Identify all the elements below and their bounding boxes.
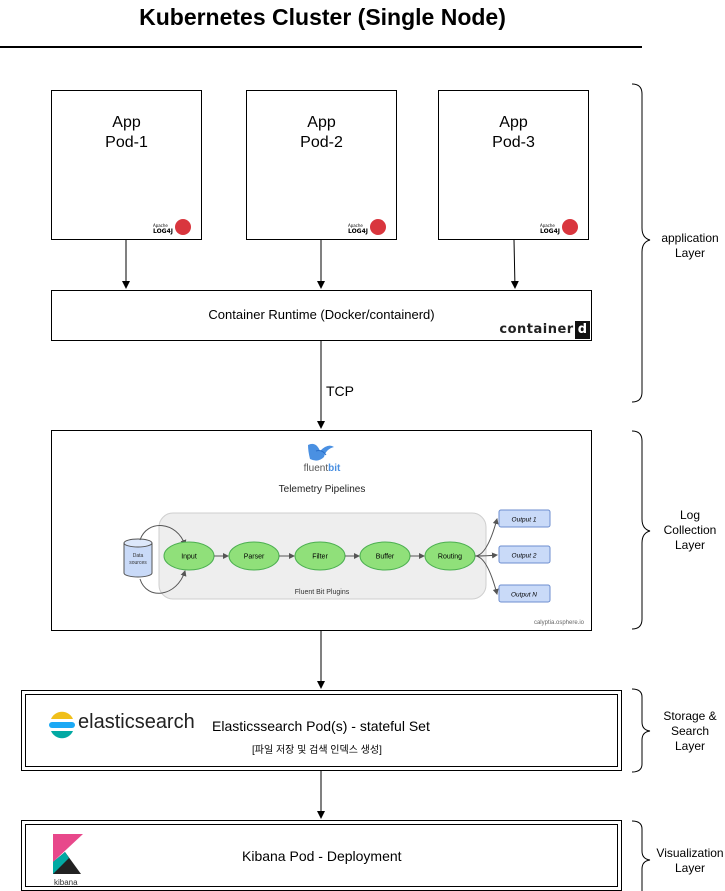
kibana-box: kibana Kibana Pod - Deployment xyxy=(21,820,622,891)
containerd-logo-text: container xyxy=(499,322,574,337)
elasticsearch-sublabel: [파일 저장 및 검색 인덱스 생성] xyxy=(252,745,382,756)
output-box xyxy=(498,509,551,528)
log4j-icon xyxy=(175,219,191,235)
elasticsearch-logo-icon xyxy=(49,711,75,739)
stage-label: Routing xyxy=(438,554,462,561)
stage-label: Filter xyxy=(312,554,328,561)
output-label: Output 2 xyxy=(512,553,537,560)
runtime-label: Container Runtime (Docker/containerd) xyxy=(208,307,435,322)
pod-2-line2: Pod-2 xyxy=(300,134,343,151)
data-sources-db-icon xyxy=(123,538,153,578)
stage-label: Input xyxy=(181,554,197,561)
brace-storage-layer xyxy=(631,688,651,773)
log4j-name-text: LOG4J xyxy=(152,228,173,235)
output-box xyxy=(498,584,551,603)
output-label: Output N xyxy=(511,592,537,599)
stage-label: Buffer xyxy=(376,554,395,561)
pipeline-title: Telemetry Pipelines xyxy=(279,484,366,495)
diagram-title: Kubernetes Cluster (Single Node) xyxy=(139,4,506,30)
source-arrow-top xyxy=(139,525,187,546)
fluentbit-credit: calyptia.osphere.io xyxy=(534,620,585,626)
kibana-logo-icon xyxy=(53,834,83,874)
output-label: Output 1 xyxy=(512,517,537,524)
log4j-apache-text: Apache xyxy=(347,223,363,228)
log4j-apache-text: Apache xyxy=(152,223,168,228)
fluentbit-pipeline-diagram: fluentbit Telemetry Pipelines Fluent Bit… xyxy=(123,443,585,626)
pod-2-line1: App xyxy=(307,114,336,131)
log4j-name-text: LOG4J xyxy=(539,228,560,235)
brace-log-collection-layer xyxy=(631,430,651,630)
kibana-logo-text: kibana xyxy=(54,878,78,887)
containerd-logo-letter: d xyxy=(574,321,590,339)
pod-1-line2: Pod-1 xyxy=(105,134,148,151)
log4j-icon xyxy=(562,219,578,235)
log4j-icon xyxy=(370,219,386,235)
fluentbit-brand-text: fluentbit xyxy=(304,463,341,474)
pod-3-line2: Pod-3 xyxy=(492,134,535,151)
elasticsearch-box: elasticsearch Elasticssearch Pod(s) - st… xyxy=(21,690,622,771)
brace-visualization-layer xyxy=(631,820,651,891)
plugins-label: Fluent Bit Plugins xyxy=(295,589,350,596)
arrow-pod3-to-runtime xyxy=(510,239,519,289)
kibana-label: Kibana Pod - Deployment xyxy=(242,848,402,864)
elasticsearch-inner-border xyxy=(25,694,618,767)
title-underline xyxy=(0,46,642,48)
pod-3-line1: App xyxy=(499,114,528,131)
source-arrow-bottom xyxy=(139,570,187,594)
log4j-apache-text: Apache xyxy=(539,223,555,228)
pod-1-line1: App xyxy=(112,114,141,131)
elasticsearch-label: Elasticssearch Pod(s) - stateful Set xyxy=(212,718,430,734)
container-runtime-box: Container Runtime (Docker/containerd) co… xyxy=(51,290,592,341)
pipeline-outputs: Output 1 Output 2 Output N xyxy=(474,509,551,603)
stage-label: Parser xyxy=(244,554,265,561)
output-box xyxy=(498,545,551,564)
kibana-inner-border xyxy=(25,824,618,887)
fluentbit-bird-icon xyxy=(308,443,334,461)
fluentbit-box: fluentbit Telemetry Pipelines Fluent Bit… xyxy=(51,430,592,631)
log4j-name-text: LOG4J xyxy=(347,228,368,235)
containerd-logo: container d xyxy=(499,321,590,339)
output-arrow xyxy=(474,555,499,595)
elasticsearch-logo-text: elasticsearch xyxy=(78,711,195,733)
tcp-label: TCP xyxy=(326,383,354,399)
brace-application-layer xyxy=(631,83,651,403)
